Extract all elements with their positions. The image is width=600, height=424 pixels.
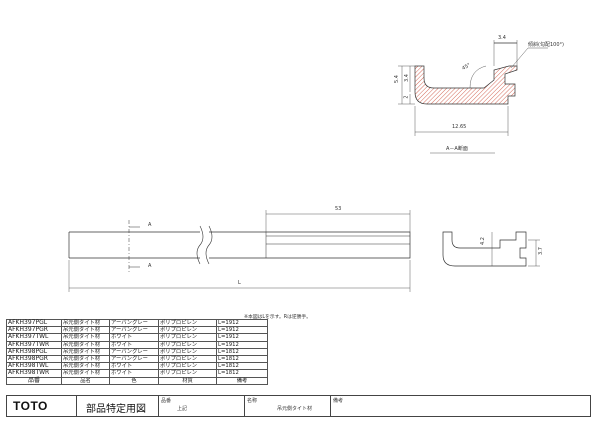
table-cell-material: ポリプロピレン <box>158 362 217 371</box>
table-cell-name: 吊元側タイト材 <box>61 354 110 364</box>
dim-height-small: 2 <box>403 95 410 99</box>
table-cell-color: アーバングレー <box>109 326 159 335</box>
dim-width-total: 12.65 <box>452 124 467 130</box>
section-mark-bottom: A <box>148 263 152 269</box>
table-cell-material: ポリプロピレン <box>158 326 217 335</box>
table-cell-remarks: L=1912 <box>216 318 268 328</box>
table-cell-remarks: L=1912 <box>216 340 268 349</box>
table-cell-material: ポリプロピレン <box>158 347 217 356</box>
table-cell-name: 吊元側タイト材 <box>61 340 110 349</box>
table-cell-color: アーバングレー <box>109 318 159 328</box>
remarks-label: 備考 <box>333 398 344 404</box>
table-cell-code: AFKH398TWR <box>6 369 62 378</box>
table-cell-name: 吊元側タイト材 <box>61 369 110 378</box>
dim-length-short: 53 <box>335 206 342 212</box>
table-cell-remarks: L=1812 <box>216 347 268 356</box>
table-cell-color: ホワイト <box>109 340 159 349</box>
name-value: 吊元側タイト材 <box>277 406 313 412</box>
name-cell: 名称 吊元側タイト材 <box>245 396 331 416</box>
brand-logo: TOTO <box>13 399 48 413</box>
brand-cell: TOTO <box>7 396 77 416</box>
table-header-row: 品番品名色材質備考 <box>6 376 268 385</box>
doc-title: 部品特定用図 <box>86 404 146 415</box>
table-cell-color: ホワイト <box>109 333 159 342</box>
product-value: 上記 <box>177 406 188 412</box>
table-header-material: 材質 <box>158 376 217 385</box>
table-header-name: 品名 <box>61 376 110 385</box>
table-cell-material: ポリプロピレン <box>158 333 217 342</box>
table-cell-color: アーバングレー <box>109 354 159 364</box>
product-label: 品番 <box>161 398 172 404</box>
table-cell-name: 吊元側タイト材 <box>61 333 110 342</box>
table-cell-name: 吊元側タイト材 <box>61 347 110 356</box>
table-cell-remarks: L=1812 <box>216 354 268 364</box>
table-cell-remarks: L=1812 <box>216 362 268 371</box>
table-cell-material: ポリプロピレン <box>158 354 217 364</box>
name-label: 名称 <box>247 398 258 404</box>
dim-height-outer: 5.4 <box>393 75 400 83</box>
table-cell-name: 吊元側タイト材 <box>61 318 110 328</box>
table-cell-color: アーバングレー <box>109 347 159 356</box>
product-cell: 品番 上記 <box>159 396 245 416</box>
table-cell-material: ポリプロピレン <box>158 340 217 349</box>
doc-title-cell: 部品特定用図 <box>77 396 159 416</box>
table-header-color: 色 <box>109 376 159 385</box>
table-cell-code: AFKH397TWL <box>6 333 62 342</box>
title-block: TOTO 部品特定用図 品番 上記 名称 吊元側タイト材 備考 <box>6 395 591 417</box>
table-cell-color: ホワイト <box>109 362 159 371</box>
end-view <box>442 231 540 267</box>
dim-end-inner: 4.2 <box>479 237 486 245</box>
table-cell-name: 吊元側タイト材 <box>61 362 110 371</box>
section-profile <box>414 65 518 105</box>
dim-slope-note: 傾斜(勾配100°) <box>528 42 564 48</box>
table-cell-color: ホワイト <box>109 369 159 378</box>
table-header-remarks: 備考 <box>216 376 268 385</box>
table-cell-remarks: L=1912 <box>216 326 268 335</box>
dim-end-outer: 3.7 <box>537 247 544 255</box>
elevation-view <box>68 210 411 292</box>
table-cell-material: ポリプロピレン <box>158 318 217 328</box>
table-cell-material: ポリプロピレン <box>158 369 217 378</box>
cross-section-aa <box>398 40 548 154</box>
table-cell-remarks: L=1912 <box>216 333 268 342</box>
table-header-code: 品番 <box>6 376 62 385</box>
note-text: ※本図はLを示す。Rは逆勝手。 <box>244 315 312 320</box>
section-mark-top: A <box>148 222 152 228</box>
table-cell-remarks: L=1812 <box>216 369 268 378</box>
table-cell-name: 吊元側タイト材 <box>61 326 110 335</box>
dim-length-total: L <box>238 280 241 286</box>
dim-height-inner: 3.4 <box>403 74 410 82</box>
remarks-cell: 備考 <box>331 396 590 416</box>
dim-top-width: 3.4 <box>498 35 506 41</box>
section-caption: A－A断面 <box>446 146 468 152</box>
